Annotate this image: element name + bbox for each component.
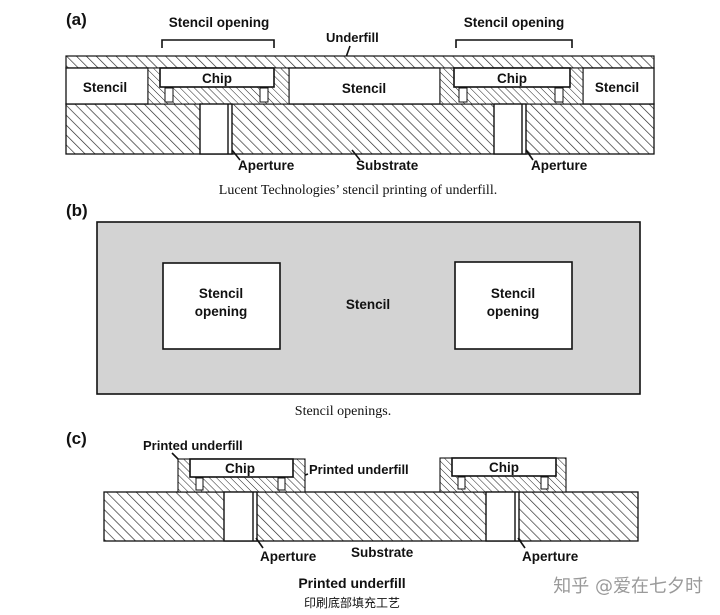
substrate-label-a: Substrate [356,158,419,173]
caption-b: Stencil openings. [295,404,391,419]
caption-a: Lucent Technologies’ stencil printing of… [219,183,497,198]
aperture-label-right-a: Aperture [531,158,588,173]
aperture-right-c [485,491,520,542]
watermark: 知乎 @爱在七夕时 [553,576,703,597]
printed-underfill-label-left: Printed underfill [143,438,243,453]
panel-c: (c) Printed underfill Printed underfill … [66,429,639,591]
chip-label-right-c: Chip [489,460,519,475]
underfill-label: Underfill [326,30,379,45]
aperture-label-left-a: Aperture [238,158,295,173]
aperture-label-right-c: Aperture [522,549,579,564]
stencil-opening-bracket-left [161,39,275,48]
panel-a-tag: (a) [66,10,87,29]
bump-c-right-2 [540,476,549,490]
substrate-label-c: Substrate [351,545,414,560]
opening-right-line1: Stencil [491,286,535,301]
stencil-opening-box-right [454,261,573,350]
bump-left-2 [259,87,269,103]
aperture-left-a [199,103,233,155]
chip-label-left-a: Chip [202,71,232,86]
bump-c-left-1 [195,477,204,491]
substrate-leader-a [351,149,361,161]
substrate-a [65,103,655,155]
aperture-right-leader-c [517,537,526,549]
stencil-block-middle [288,67,441,105]
stencil-label-middle: Stencil [342,81,386,96]
stencil-label-left: Stencil [83,80,127,95]
aperture-right-a [493,103,527,155]
panel-b: (b) Stencil opening Stencil Stencil open… [66,201,641,419]
bump-right-2 [554,87,564,103]
chip-right-a [453,67,571,88]
stencil-label-right: Stencil [595,80,639,95]
stencil-opening-box-left [162,262,281,350]
stencil-opening-bracket-right [455,39,573,48]
stencil-label-b: Stencil [346,297,390,312]
chip-label-left-c: Chip [225,461,255,476]
chip-right-c [451,457,557,477]
bump-c-right-1 [457,476,466,490]
chip-left-a [159,67,275,88]
panel-a: (a) Stencil opening Stencil opening Unde… [65,10,655,198]
stencil-opening-label-right: Stencil opening [464,15,565,30]
aperture-left-leader-a [231,149,241,161]
bump-right-1 [458,87,468,103]
chip-left-c [189,458,294,478]
panel-c-tag: (c) [66,429,87,448]
opening-left-line2: opening [195,304,248,319]
aperture-label-left-c: Aperture [260,549,317,564]
bump-c-left-2 [277,477,286,491]
substrate-c [103,491,639,542]
caption-c: Printed underfill [298,575,405,591]
chip-label-right-a: Chip [497,71,527,86]
caption-cn: 印刷底部填充工艺 [304,595,400,610]
aperture-left-c [223,491,258,542]
panel-b-tag: (b) [66,201,88,220]
aperture-left-leader-c [255,537,264,549]
printed-underfill-label-middle: Printed underfill [309,462,409,477]
stencil-opening-label-left: Stencil opening [169,15,270,30]
stencil-block-right [582,67,655,105]
opening-right-line2: opening [487,304,540,319]
aperture-right-leader-a [525,149,534,161]
underfill-layer [65,55,655,69]
opening-left-line1: Stencil [199,286,243,301]
bump-left-1 [164,87,174,103]
